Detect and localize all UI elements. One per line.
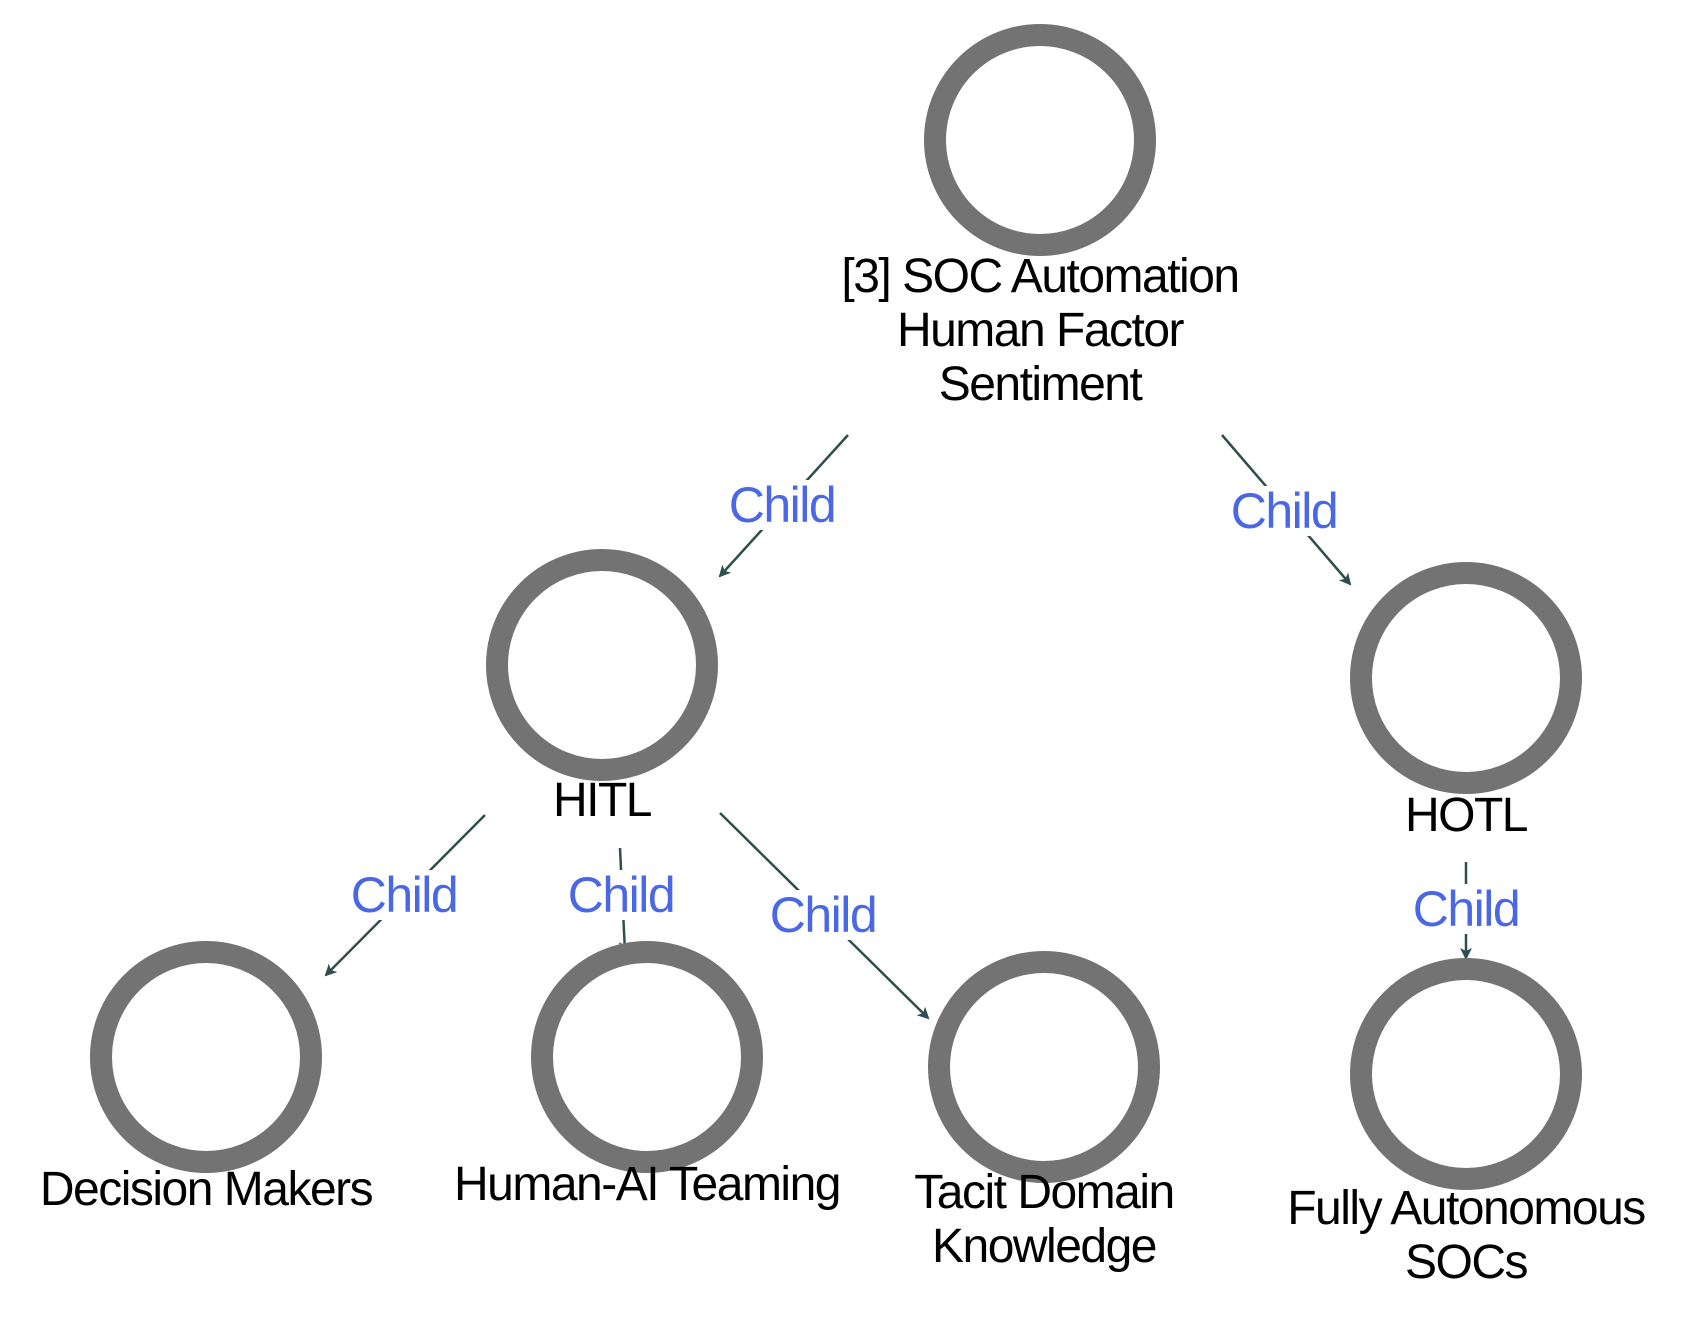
edge-label-background [763, 890, 883, 940]
node-circle-icon[interactable] [486, 549, 718, 781]
edge-label-background [1224, 486, 1344, 536]
edge-label: Child [1413, 881, 1519, 937]
node-label: HOTL [1405, 789, 1528, 842]
edge-label-background [344, 870, 464, 920]
edge-label-background [561, 870, 681, 920]
node-circle-icon[interactable] [90, 941, 322, 1173]
node-label: Sentiment [939, 358, 1143, 411]
edge-label-background [722, 480, 842, 530]
node-human-ai-teaming[interactable]: Human-AI Teaming [454, 941, 841, 1211]
node-circle-icon[interactable] [928, 951, 1160, 1183]
edge-root-to-hotl: Child [1221, 434, 1352, 586]
edge-hitl-to-decision-makers: Child [324, 814, 486, 977]
node-circle-icon[interactable] [1350, 958, 1582, 1190]
node-label: SOCs [1405, 1236, 1528, 1289]
node-label: HITL [553, 774, 652, 827]
edge-root-to-hitl: Child [718, 434, 849, 578]
node-label: Human-AI Teaming [454, 1158, 840, 1211]
edge-label-background [1406, 884, 1526, 934]
node-circle-icon[interactable] [924, 24, 1156, 256]
node-label: Knowledge [932, 1220, 1156, 1273]
node-label: Human Factor [897, 304, 1185, 357]
edge-label: Child [1231, 483, 1337, 539]
node-hitl[interactable]: HITL [486, 549, 718, 827]
edge-label: Child [729, 477, 835, 533]
edge-label: Child [770, 887, 876, 943]
node-circle-icon[interactable] [531, 941, 763, 1173]
edge-label: Child [351, 867, 457, 923]
node-hotl[interactable]: HOTL [1350, 562, 1582, 842]
node-label: Tacit Domain [914, 1166, 1173, 1219]
node-decision-makers[interactable]: Decision Makers [40, 941, 374, 1216]
edge-hotl-to-fully-autonomous-socs: Child [1406, 862, 1526, 960]
edge-label: Child [568, 867, 674, 923]
node-label: [3] SOC Automation [841, 250, 1238, 303]
node-circle-icon[interactable] [1350, 562, 1582, 794]
edge-hitl-to-tacit-domain-knowledge: Child [719, 812, 930, 1020]
edge-hitl-to-human-ai-teaming: Child [561, 847, 681, 954]
node-label: Fully Autonomous [1287, 1182, 1645, 1235]
node-label: Decision Makers [40, 1163, 373, 1216]
